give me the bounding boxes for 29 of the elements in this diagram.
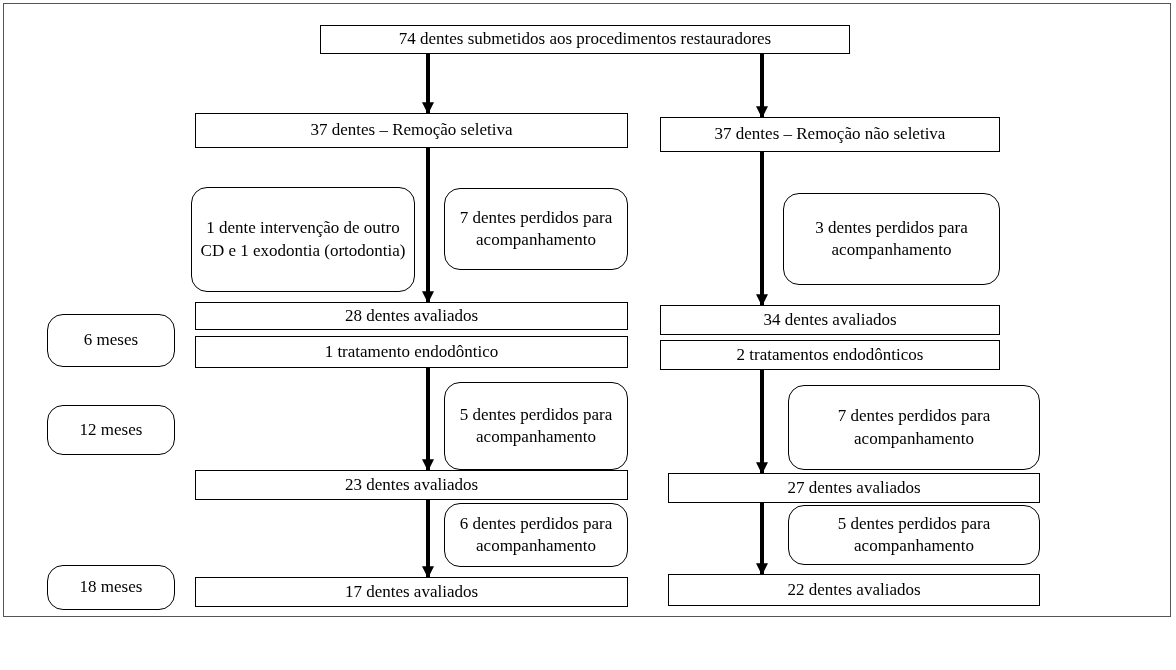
- process-box: 37 dentes – Remoção seletiva: [195, 113, 628, 148]
- process-box: 28 dentes avaliados: [195, 302, 628, 330]
- arrow: [756, 503, 768, 576]
- note-box: 7 dentes perdidos para acompanhamento: [444, 188, 628, 270]
- process-box: 37 dentes – Remoção não seletiva: [660, 117, 1000, 152]
- arrow: [756, 152, 768, 307]
- process-box: 22 dentes avaliados: [668, 574, 1040, 606]
- note-box: 3 dentes perdidos para acompanhamento: [783, 193, 1000, 285]
- note-box: 18 meses: [47, 565, 175, 610]
- arrow: [422, 54, 434, 115]
- process-box: 23 dentes avaliados: [195, 470, 628, 500]
- note-box: 6 meses: [47, 314, 175, 367]
- note-box: 6 dentes perdidos para acompanhamento: [444, 503, 628, 567]
- note-box: 1 dente intervenção de outro CD e 1 exodontia (ortodontia): [191, 187, 415, 292]
- process-box: 27 dentes avaliados: [668, 473, 1040, 503]
- note-box: 7 dentes perdidos para acompanhamento: [788, 385, 1040, 470]
- arrow: [422, 500, 434, 579]
- note-box: 5 dentes perdidos para acompanhamento: [788, 505, 1040, 565]
- process-box: 2 tratamentos endodônticos: [660, 340, 1000, 370]
- note-box: 12 meses: [47, 405, 175, 455]
- arrow: [756, 54, 768, 119]
- process-box: 1 tratamento endodôntico: [195, 336, 628, 368]
- process-box: 17 dentes avaliados: [195, 577, 628, 607]
- process-box: 34 dentes avaliados: [660, 305, 1000, 335]
- process-box: 74 dentes submetidos aos procedimentos restauradores: [320, 25, 850, 54]
- arrow: [756, 370, 768, 475]
- arrow: [422, 148, 434, 304]
- note-box: 5 dentes perdidos para acompanhamento: [444, 382, 628, 470]
- arrow: [422, 368, 434, 472]
